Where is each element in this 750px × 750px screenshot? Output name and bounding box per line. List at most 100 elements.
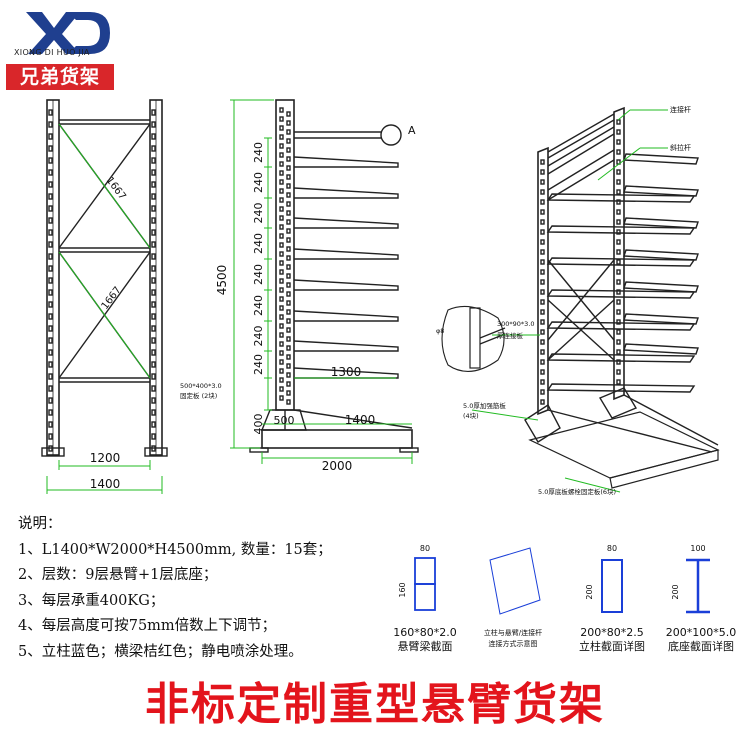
upright-hole [279,224,284,230]
upright-hole [286,318,291,324]
upright-hole [286,228,291,234]
upright-hole [279,395,284,401]
upright-hole [286,219,291,225]
sec3-top: 80 [607,544,617,553]
upright-hole [616,269,621,275]
upright-hole [279,296,284,302]
upright-hole [286,111,291,117]
upright-hole [616,319,621,325]
upright-hole [286,273,291,279]
upright-hole [286,210,291,216]
upright-hole [286,246,291,252]
iso-detail-2: 厚连接板 [497,331,524,340]
upright-hole [151,361,156,368]
iso-arm [623,343,699,355]
upright-hole [279,341,284,347]
upright-hole [279,152,284,158]
upright-hole [286,192,291,198]
upright-hole [540,309,545,315]
upright-hole [540,269,545,275]
iso-label-brace: 斜拉杆 [670,143,691,152]
dimension-lines [46,99,668,494]
side-base-arm-len: 1400 [345,413,376,427]
upright-hole [48,397,53,404]
iso-arm [623,249,699,261]
upright-hole [540,289,545,295]
upright-hole [279,143,284,149]
upright-hole [286,372,291,378]
upright-hole [616,359,621,365]
upright-hole [151,325,156,332]
upright-hole [540,229,545,235]
iso-rib-1: 5.0厚加强筋板 [463,401,506,410]
upright-hole [616,289,621,295]
upright-hole [286,354,291,360]
upright-hole [616,349,621,355]
upright-hole [286,156,291,162]
upright-hole [48,169,53,176]
upright-hole [540,389,545,395]
notes-title: 说明： [18,516,62,532]
upright-hole [151,205,156,212]
upright-hole [279,179,284,185]
upright-hole [279,161,284,167]
iso-phi: φ8 [436,327,444,335]
front-dim-outer: 1400 [90,477,121,491]
upright-hole [616,339,621,345]
upright-hole [616,229,621,235]
upright-hole [151,265,156,272]
upright-hole [616,119,621,125]
upright-hole [151,421,156,428]
upright-hole [286,165,291,171]
upright-hole [279,359,284,365]
upright-hole [48,133,53,140]
side-base-height: 400 [252,414,265,435]
upright-hole [286,309,291,315]
upright-hole [48,241,53,248]
upright-hole [48,121,53,128]
iso-arm [623,313,699,325]
upright-hole [48,373,53,380]
iso-arm [623,153,699,165]
side-arm-length: 1300 [331,365,362,379]
page-title: 非标定制重型悬臂货架 [145,679,605,730]
upright-hole [286,282,291,288]
layer-spacing-label: 240 [252,203,265,224]
upright-hole [279,377,284,383]
logo-english: XIONG DI HUO JIA [14,48,90,57]
upright-hole [279,287,284,293]
section-caption-4: 200*100*5.0 底座截面详图 [665,626,737,653]
upright-hole [540,329,545,335]
upright-hole [48,433,53,440]
upright-hole [540,199,545,205]
side-base-total: 2000 [322,459,353,473]
upright-hole [540,169,545,175]
iso-arm [546,383,696,393]
upright-hole [286,300,291,306]
upright-hole [48,361,53,368]
upright-hole [286,174,291,180]
iso-rib-2: (4块) [463,411,479,420]
upright-hole [540,239,545,245]
upright-hole [279,323,284,329]
upright-hole [279,350,284,356]
sec4-side: 200 [671,584,680,599]
upright-hole [616,279,621,285]
upright-hole [616,259,621,265]
notes-line: 4、每层高度可按75mm倍数上下调节； [18,618,277,634]
upright-hole [279,188,284,194]
upright-hole [151,169,156,176]
upright-hole [616,129,621,135]
side-base-plate-len: 500 [274,414,295,427]
iso-arm [623,217,699,229]
upright-hole [48,421,53,428]
section-caption-1: 160*80*2.0 悬臂梁截面 [393,626,457,653]
logo-chinese: 兄弟货架 [6,64,114,90]
upright-hole [151,109,156,116]
upright-hole [286,120,291,126]
upright-hole [286,399,291,405]
cantilever-arm [293,248,399,260]
upright-hole [540,299,545,305]
layer-spacing-label: 240 [252,264,265,285]
section-caption-3: 200*80*2.5 立柱截面详图 [579,626,645,653]
